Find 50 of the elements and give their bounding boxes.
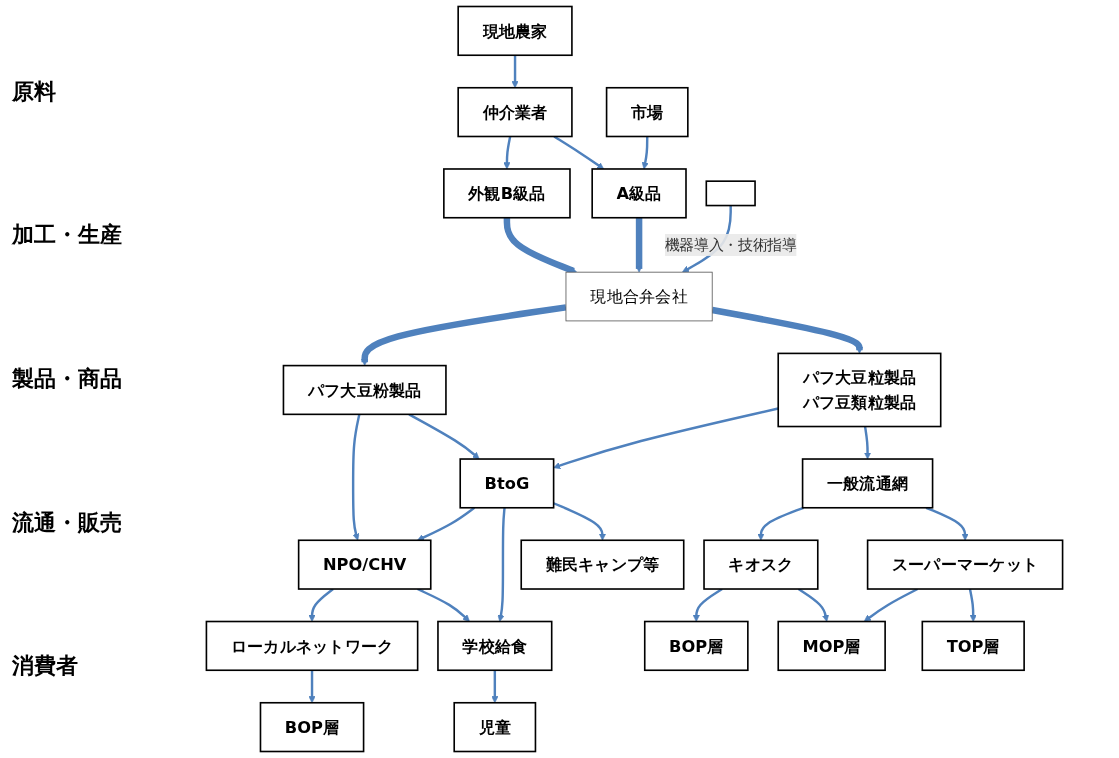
- node-box: BOP層: [643, 620, 749, 672]
- arrow: [491, 670, 499, 704]
- arrow: [863, 426, 872, 460]
- node-box: 仲介業者: [457, 86, 573, 138]
- node-box: 児童: [453, 701, 537, 753]
- node-box: スーパーマーケット: [866, 539, 1064, 590]
- node-box: 市場: [605, 86, 689, 138]
- node-box: [705, 180, 756, 207]
- arrow: [503, 136, 512, 170]
- stage-label: 消費者: [12, 652, 79, 681]
- arrow: [641, 136, 649, 170]
- node-box: 難民キャンプ等: [520, 539, 685, 590]
- arrow: [308, 670, 316, 704]
- arrow: [553, 407, 779, 470]
- node-box: TOP層: [921, 620, 1025, 672]
- node-box: 現地農家: [457, 5, 573, 57]
- node-box: BOP層: [259, 701, 365, 753]
- node-box: BtoG: [459, 458, 555, 509]
- arrow: [511, 55, 519, 89]
- arrow: [797, 588, 830, 622]
- node-box: ローカルネットワーク: [205, 620, 419, 672]
- arrow: [925, 506, 969, 541]
- node-box: パフ大豆粒製品 パフ豆類粒製品: [777, 352, 942, 428]
- node-box: パフ大豆粉製品: [282, 364, 447, 416]
- arrow: [968, 588, 977, 622]
- stage-label: 製品・商品: [12, 365, 123, 393]
- arrow: [757, 506, 804, 541]
- stage-label: 原料: [12, 77, 57, 106]
- node-box: キオスク: [703, 539, 819, 590]
- node-box: 現地合弁会社: [565, 271, 713, 322]
- stage-label: 加工・生産: [12, 221, 123, 250]
- arrow: [553, 135, 605, 170]
- arrow: [417, 506, 476, 541]
- arrow: [361, 304, 567, 366]
- arrow: [497, 507, 506, 622]
- arrow: [351, 414, 361, 541]
- node-box: 外観B級品: [443, 168, 571, 219]
- node-box: 一般流通網: [801, 458, 934, 509]
- node-box: 学校給食: [437, 620, 553, 672]
- node-box: MOP層: [777, 620, 886, 672]
- arrow: [553, 502, 607, 541]
- arrow: [635, 217, 643, 273]
- stage-label: 流通・販売: [12, 508, 123, 537]
- arrow: [308, 588, 334, 622]
- arrow: [711, 306, 864, 354]
- edge-label: 機器導入・技術指導: [664, 236, 797, 254]
- arrow: [408, 413, 480, 460]
- node-box: NPO/CHV: [297, 539, 432, 590]
- node-box: A級品: [591, 168, 687, 219]
- arrow: [503, 217, 577, 274]
